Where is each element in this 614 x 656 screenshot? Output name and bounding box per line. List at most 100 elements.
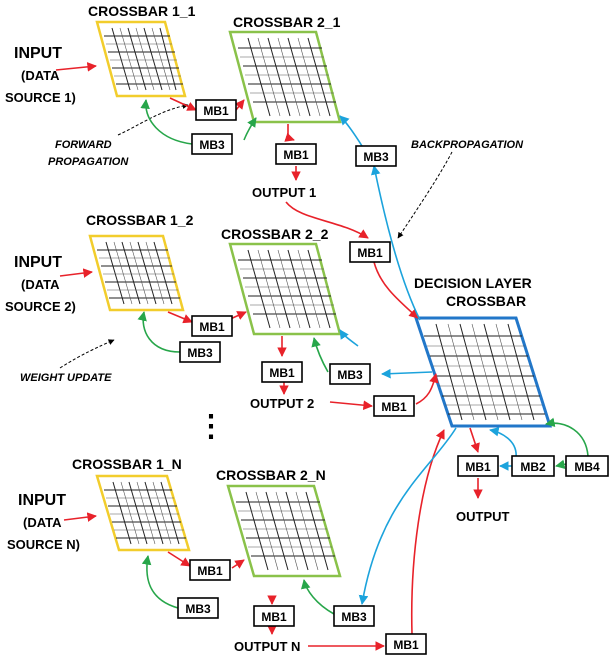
arrow-input1-to-crossbar11 xyxy=(55,62,97,72)
mb3-label: MB3 xyxy=(185,602,211,616)
crossbar-1-n xyxy=(95,474,191,552)
crossbar-1-1-label: CROSSBAR 1_1 xyxy=(88,3,196,19)
input-1-line2: (DATA xyxy=(21,68,60,83)
weight-update-note-pointer xyxy=(59,339,115,369)
input-n-line1: INPUT xyxy=(18,492,66,509)
mb1-box-decision-out: MB1 xyxy=(457,455,499,477)
decision-crossbar xyxy=(413,316,553,428)
arrow-mb3-to-c21 xyxy=(339,115,363,147)
crossbar-1-1 xyxy=(95,20,187,98)
output-1-label: OUTPUT 1 xyxy=(252,185,316,200)
mb1-label: MB1 xyxy=(393,638,419,652)
arrow-mb3-to-c11 xyxy=(140,99,193,145)
decision-layer-label-line1: DECISION LAYER xyxy=(414,275,532,291)
arrow-mb3-to-c1n xyxy=(141,555,179,609)
arrow-mb3-to-c2n-green xyxy=(300,579,335,615)
arrow-mb1-to-c21 xyxy=(234,99,245,111)
input-n-line2: (DATA xyxy=(23,515,62,530)
mb3-label: MB3 xyxy=(337,368,363,382)
crossbar-2-1 xyxy=(228,30,342,124)
arrow-mb3-to-c12 xyxy=(137,311,181,353)
arrow-c11-to-mb1 xyxy=(169,97,197,111)
mb1-box-g2-post: MB1 xyxy=(261,361,303,383)
mb3-box-gn-update: MB3 xyxy=(177,597,219,619)
input-1-label: INPUT (DATA SOURCE 1) xyxy=(5,45,76,105)
crossbar-2-n xyxy=(226,484,342,578)
mb3-label: MB3 xyxy=(199,138,225,152)
input-n-label: INPUT (DATA SOURCE N) xyxy=(7,492,80,552)
arrow-mb4-to-mb2 xyxy=(555,459,567,470)
input-2-line2: (DATA xyxy=(21,277,60,292)
forward-note-pointer xyxy=(117,102,189,136)
crossbar-2-2 xyxy=(228,242,342,336)
crossbar-1-n-label: CROSSBAR 1_N xyxy=(72,456,182,472)
arrow-c12-to-mb1 xyxy=(167,311,193,324)
forward-propagation-note-line2: PROPAGATION xyxy=(48,156,129,168)
backprop-note-pointer xyxy=(397,151,453,239)
mb4-label: MB4 xyxy=(574,460,600,474)
arrow-decision-to-mb3-1 xyxy=(371,165,421,321)
mb1-label: MB1 xyxy=(357,246,383,260)
decision-layer-label-line2: CROSSBAR xyxy=(446,293,526,309)
arrow-mb3-to-c22-green xyxy=(311,337,329,373)
weight-update-note: WEIGHT UPDATE xyxy=(20,372,112,384)
arrow-output1-to-mb1 xyxy=(285,201,369,239)
arrow-mb3-to-c21-green xyxy=(243,117,257,141)
mb3-label: MB3 xyxy=(341,610,367,624)
mb3-label: MB3 xyxy=(187,346,213,360)
arrow-output2-to-mb1 xyxy=(329,400,373,410)
arrow-mb2-to-decision xyxy=(489,426,517,459)
arrow-mb1-to-decision-n xyxy=(410,429,445,635)
mb1-box-g2-pre: MB1 xyxy=(191,315,233,337)
mb1-box-g2-decision: MB1 xyxy=(373,395,415,417)
mb1-label: MB1 xyxy=(197,564,223,578)
arrow-c21-to-mb1 xyxy=(284,124,295,142)
mb2-label: MB2 xyxy=(520,460,546,474)
crossbar-1-2-label: CROSSBAR 1_2 xyxy=(86,212,194,228)
mb3-box-gn-backprop: MB3 xyxy=(333,605,375,627)
mb4-box: MB4 xyxy=(565,455,609,477)
crossbar-2-1-label: CROSSBAR 2_1 xyxy=(233,14,341,30)
mb1-box-g1-post: MB1 xyxy=(275,143,317,165)
forward-propagation-note-line1: FORWARD xyxy=(55,139,112,151)
mb2-box: MB2 xyxy=(511,455,555,477)
mb1-box-g1-decision: MB1 xyxy=(349,241,391,263)
mb1-label: MB1 xyxy=(269,366,295,380)
crossbar-2-2-label: CROSSBAR 2_2 xyxy=(221,226,329,242)
input-2-line1: INPUT xyxy=(14,254,62,271)
arrow-mb1-to-c2n xyxy=(231,559,245,569)
mb1-box-gn-pre: MB1 xyxy=(189,559,231,581)
arrow-mb4-to-decision xyxy=(545,417,589,457)
mb1-label: MB1 xyxy=(465,460,491,474)
mb1-box-gn-post: MB1 xyxy=(253,605,295,627)
arrow-inputN-to-crossbar1n xyxy=(63,512,97,522)
input-1-line1: INPUT xyxy=(14,45,62,62)
arrow-decision-to-mb3-2 xyxy=(381,368,433,379)
crossbar-1-2 xyxy=(88,234,185,312)
mb1-box-gn-decision: MB1 xyxy=(385,633,427,655)
mb3-label: MB3 xyxy=(363,150,389,164)
mb1-label: MB1 xyxy=(381,400,407,414)
more-groups-ellipsis: ⋮ xyxy=(196,410,226,443)
mb1-label: MB1 xyxy=(199,320,225,334)
arrow-mb3-to-c22 xyxy=(339,329,359,347)
mb3-box-g2-backprop: MB3 xyxy=(329,363,371,385)
input-1-line3: SOURCE 1) xyxy=(5,90,76,105)
mb3-box-g2-update: MB3 xyxy=(179,341,221,363)
arrow-mb1-to-decision-1 xyxy=(373,261,419,319)
mb1-label: MB1 xyxy=(203,104,229,118)
crossbar-2-n-label: CROSSBAR 2_N xyxy=(216,467,326,483)
arrow-decision-to-mb3-n xyxy=(358,427,457,605)
mb3-box-g1-backprop: MB3 xyxy=(355,145,397,167)
input-n-line3: SOURCE N) xyxy=(7,537,80,552)
input-2-label: INPUT (DATA SOURCE 2) xyxy=(5,254,76,314)
final-output-label: OUTPUT xyxy=(456,509,510,524)
mb1-label: MB1 xyxy=(283,148,309,162)
output-2-label: OUTPUT 2 xyxy=(250,396,314,411)
mb3-box-g1-update: MB3 xyxy=(191,133,233,155)
arrow-input2-to-crossbar12 xyxy=(59,268,93,278)
input-2-line3: SOURCE 2) xyxy=(5,299,76,314)
backpropagation-note: BACKPROPAGATION xyxy=(411,139,524,151)
